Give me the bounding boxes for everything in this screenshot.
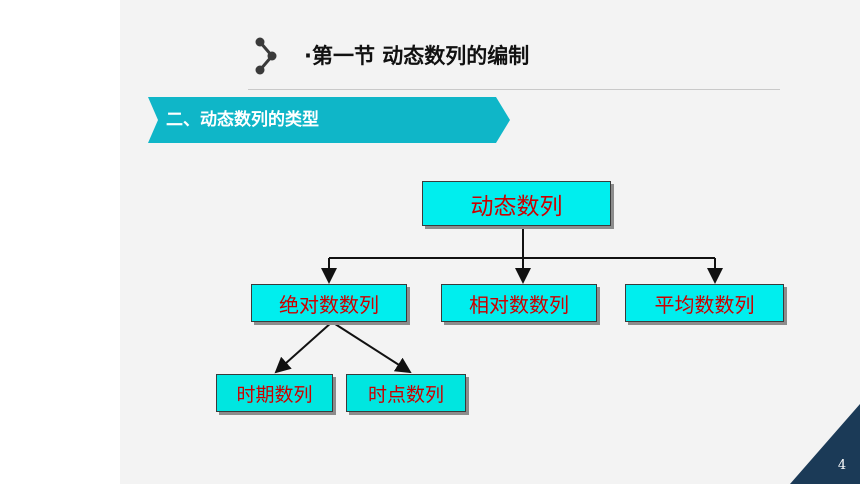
title-divider [248,89,780,90]
arrow-to-point [331,321,412,374]
node-label: 平均数数列 [654,292,755,317]
section-title: ·第一节 动态数列的编制 [304,44,530,68]
node-label: 时期数列 [236,383,313,406]
node-label: 动态数列 [470,193,563,220]
node-dynamic-series: 动态数列 [422,181,611,226]
node-label: 绝对数数列 [279,292,379,317]
triangle-left-icon[interactable] [108,113,118,125]
node-label: 相对数数列 [469,292,569,317]
corner-decoration [790,404,860,484]
node-point-series: 时点数列 [346,374,466,412]
share-network-icon [255,37,277,75]
page-number: 4 [837,458,847,473]
tree-connector-lines [274,226,723,374]
node-period-series: 时期数列 [216,374,333,412]
subsection-title: 二、动态数列的类型 [166,110,319,130]
node-average-series: 平均数数列 [625,284,784,322]
subsection-banner [148,97,510,143]
node-label: 时点数列 [367,383,444,406]
left-margin-strip [0,0,120,484]
node-absolute-series: 绝对数数列 [251,284,407,322]
node-relative-series: 相对数数列 [441,284,597,322]
connector-root-left [329,226,524,259]
arrow-to-period [274,321,333,374]
